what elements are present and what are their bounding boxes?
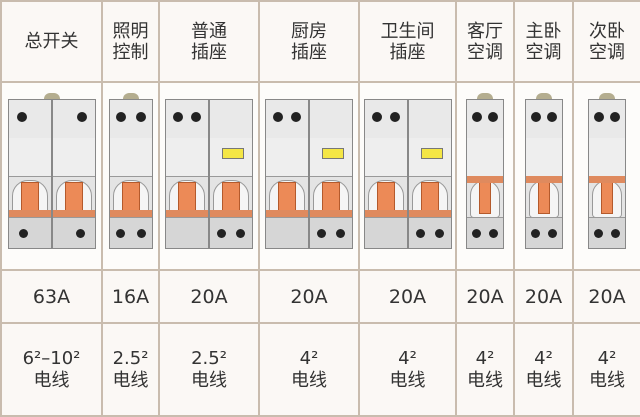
ac-breaker-icon	[588, 93, 626, 249]
breaker-cell	[101, 81, 160, 271]
header-label-line2: 控制	[112, 41, 149, 63]
ac-breaker-icon	[524, 93, 563, 249]
lighting-breaker-icon	[108, 93, 153, 249]
wire-size: 4²	[398, 347, 417, 369]
wire-size: 4²	[299, 347, 319, 369]
current-rating-row: 63A 16A 20A 20A 20A 20A 20A 20A	[0, 269, 640, 324]
breaker-cell	[572, 81, 640, 271]
ac-breaker-icon	[466, 93, 504, 249]
header-bathroom-socket: 卫生间插座	[358, 0, 457, 83]
breaker-image-row	[0, 81, 640, 271]
current-rating: 16A	[101, 269, 160, 324]
wire-size: 4²	[534, 347, 553, 369]
header-second-ac: 次卧空调	[572, 0, 640, 83]
wire-label: 电线	[33, 369, 70, 391]
header-row: 总开关 照明控制 普通插座 厨房插座 卫生间插座 客厅空调 主卧空调 次卧空调	[0, 0, 640, 83]
wire-size: 4²	[597, 347, 617, 369]
header-label-line1: 主卧	[525, 20, 562, 42]
header-label-line2: 空调	[525, 41, 562, 63]
breaker-cell	[258, 81, 360, 271]
wire-label: 电线	[589, 369, 625, 391]
rcd-breaker-icon	[165, 99, 253, 249]
rcd-breaker-icon	[265, 99, 353, 249]
header-label-line1: 客厅	[467, 20, 503, 42]
header-label-line2: 插座	[191, 41, 227, 63]
header-main-switch: 总开关	[0, 0, 103, 83]
wire-size: 2.5²	[112, 347, 149, 369]
wire-label: 电线	[291, 369, 327, 391]
wire-label: 电线	[467, 369, 503, 391]
header-label-line1: 厨房	[291, 20, 327, 42]
breaker-cell	[358, 81, 457, 271]
header-master-ac: 主卧空调	[513, 0, 574, 83]
header-label-line2: 插座	[291, 41, 327, 63]
wire-size: 2.5²	[191, 347, 227, 369]
wire-size: 6²–10²	[22, 347, 81, 369]
header-label-line2: 空调	[467, 41, 503, 63]
current-rating: 20A	[358, 269, 457, 324]
header-label-line2: 插座	[389, 41, 426, 63]
current-rating: 20A	[158, 269, 260, 324]
main-breaker-icon	[7, 93, 96, 249]
header-lighting: 照明控制	[101, 0, 160, 83]
current-rating: 20A	[258, 269, 360, 324]
header-living-ac: 客厅空调	[455, 0, 515, 83]
rcd-breaker-icon	[363, 99, 452, 249]
current-rating: 20A	[455, 269, 515, 324]
header-label-line1: 次卧	[589, 20, 625, 42]
header-kitchen-socket: 厨房插座	[258, 0, 360, 83]
current-rating: 20A	[513, 269, 574, 324]
breaker-cell	[513, 81, 574, 271]
wire-label: 电线	[112, 369, 149, 391]
wire-label: 电线	[389, 369, 426, 391]
wire-size: 4²	[475, 347, 495, 369]
header-label-line1: 卫生间	[380, 20, 435, 42]
header-label-line2: 空调	[589, 41, 625, 63]
breaker-cell	[455, 81, 515, 271]
breaker-cell	[158, 81, 260, 271]
breaker-cell	[0, 81, 103, 271]
header-general-socket: 普通插座	[158, 0, 260, 83]
wire-label: 电线	[525, 369, 562, 391]
current-rating: 63A	[0, 269, 103, 324]
header-label: 总开关	[24, 31, 79, 52]
current-rating: 20A	[572, 269, 640, 324]
header-label-line1: 照明	[112, 20, 149, 42]
header-label-line1: 普通	[191, 20, 227, 42]
wire-label: 电线	[191, 369, 227, 391]
